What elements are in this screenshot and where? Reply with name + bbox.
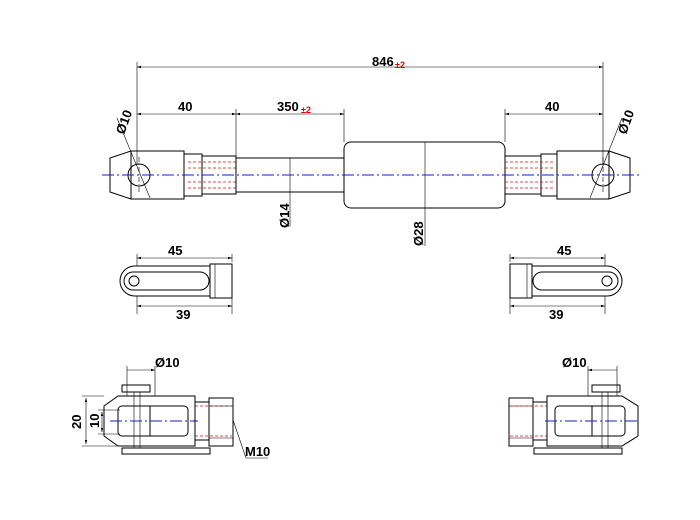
right-end-clevis xyxy=(546,395,639,447)
top-view-right: 45 39 xyxy=(509,243,623,322)
overall-tolerance-label: ±2 xyxy=(395,60,405,70)
right-inner-label: 39 xyxy=(549,307,563,322)
stroke-label: 350 xyxy=(277,99,299,114)
left-total-label: 45 xyxy=(168,243,182,258)
left-hole-dia-label: Ø10 xyxy=(113,108,136,136)
left-end-clevis xyxy=(103,395,196,447)
overall-length-label: 846 xyxy=(372,54,394,69)
end-view-right: Ø10 xyxy=(508,355,640,455)
slot-width-label: 10 xyxy=(87,414,102,428)
rod-dia-label: Ø14 xyxy=(277,203,292,228)
body-dia-label: Ø28 xyxy=(411,221,426,246)
left-end-hole-dia-label: Ø10 xyxy=(155,355,180,370)
thread-label: M10 xyxy=(245,444,270,459)
end-view-left: Ø10 20 10 M10 xyxy=(69,355,270,459)
top-view-left: 45 39 xyxy=(119,243,233,322)
side-view: 846 ±2 40 350 ±2 40 Ø10 Ø10 Ø14 xyxy=(102,54,640,246)
right-end-hole-dia-label: Ø10 xyxy=(562,355,587,370)
left-clevis-top xyxy=(119,265,211,297)
right-total-label: 45 xyxy=(557,243,571,258)
right-hole-dia-label: Ø10 xyxy=(615,108,638,136)
right-clevis-top xyxy=(531,265,623,297)
left-eye-length-label: 40 xyxy=(178,99,192,114)
right-eye-length-label: 40 xyxy=(545,99,559,114)
left-inner-label: 39 xyxy=(176,307,190,322)
outer-width-label: 20 xyxy=(69,415,84,429)
stroke-tolerance-label: ±2 xyxy=(301,105,311,115)
left-nut xyxy=(208,397,234,447)
right-nut xyxy=(508,397,534,447)
